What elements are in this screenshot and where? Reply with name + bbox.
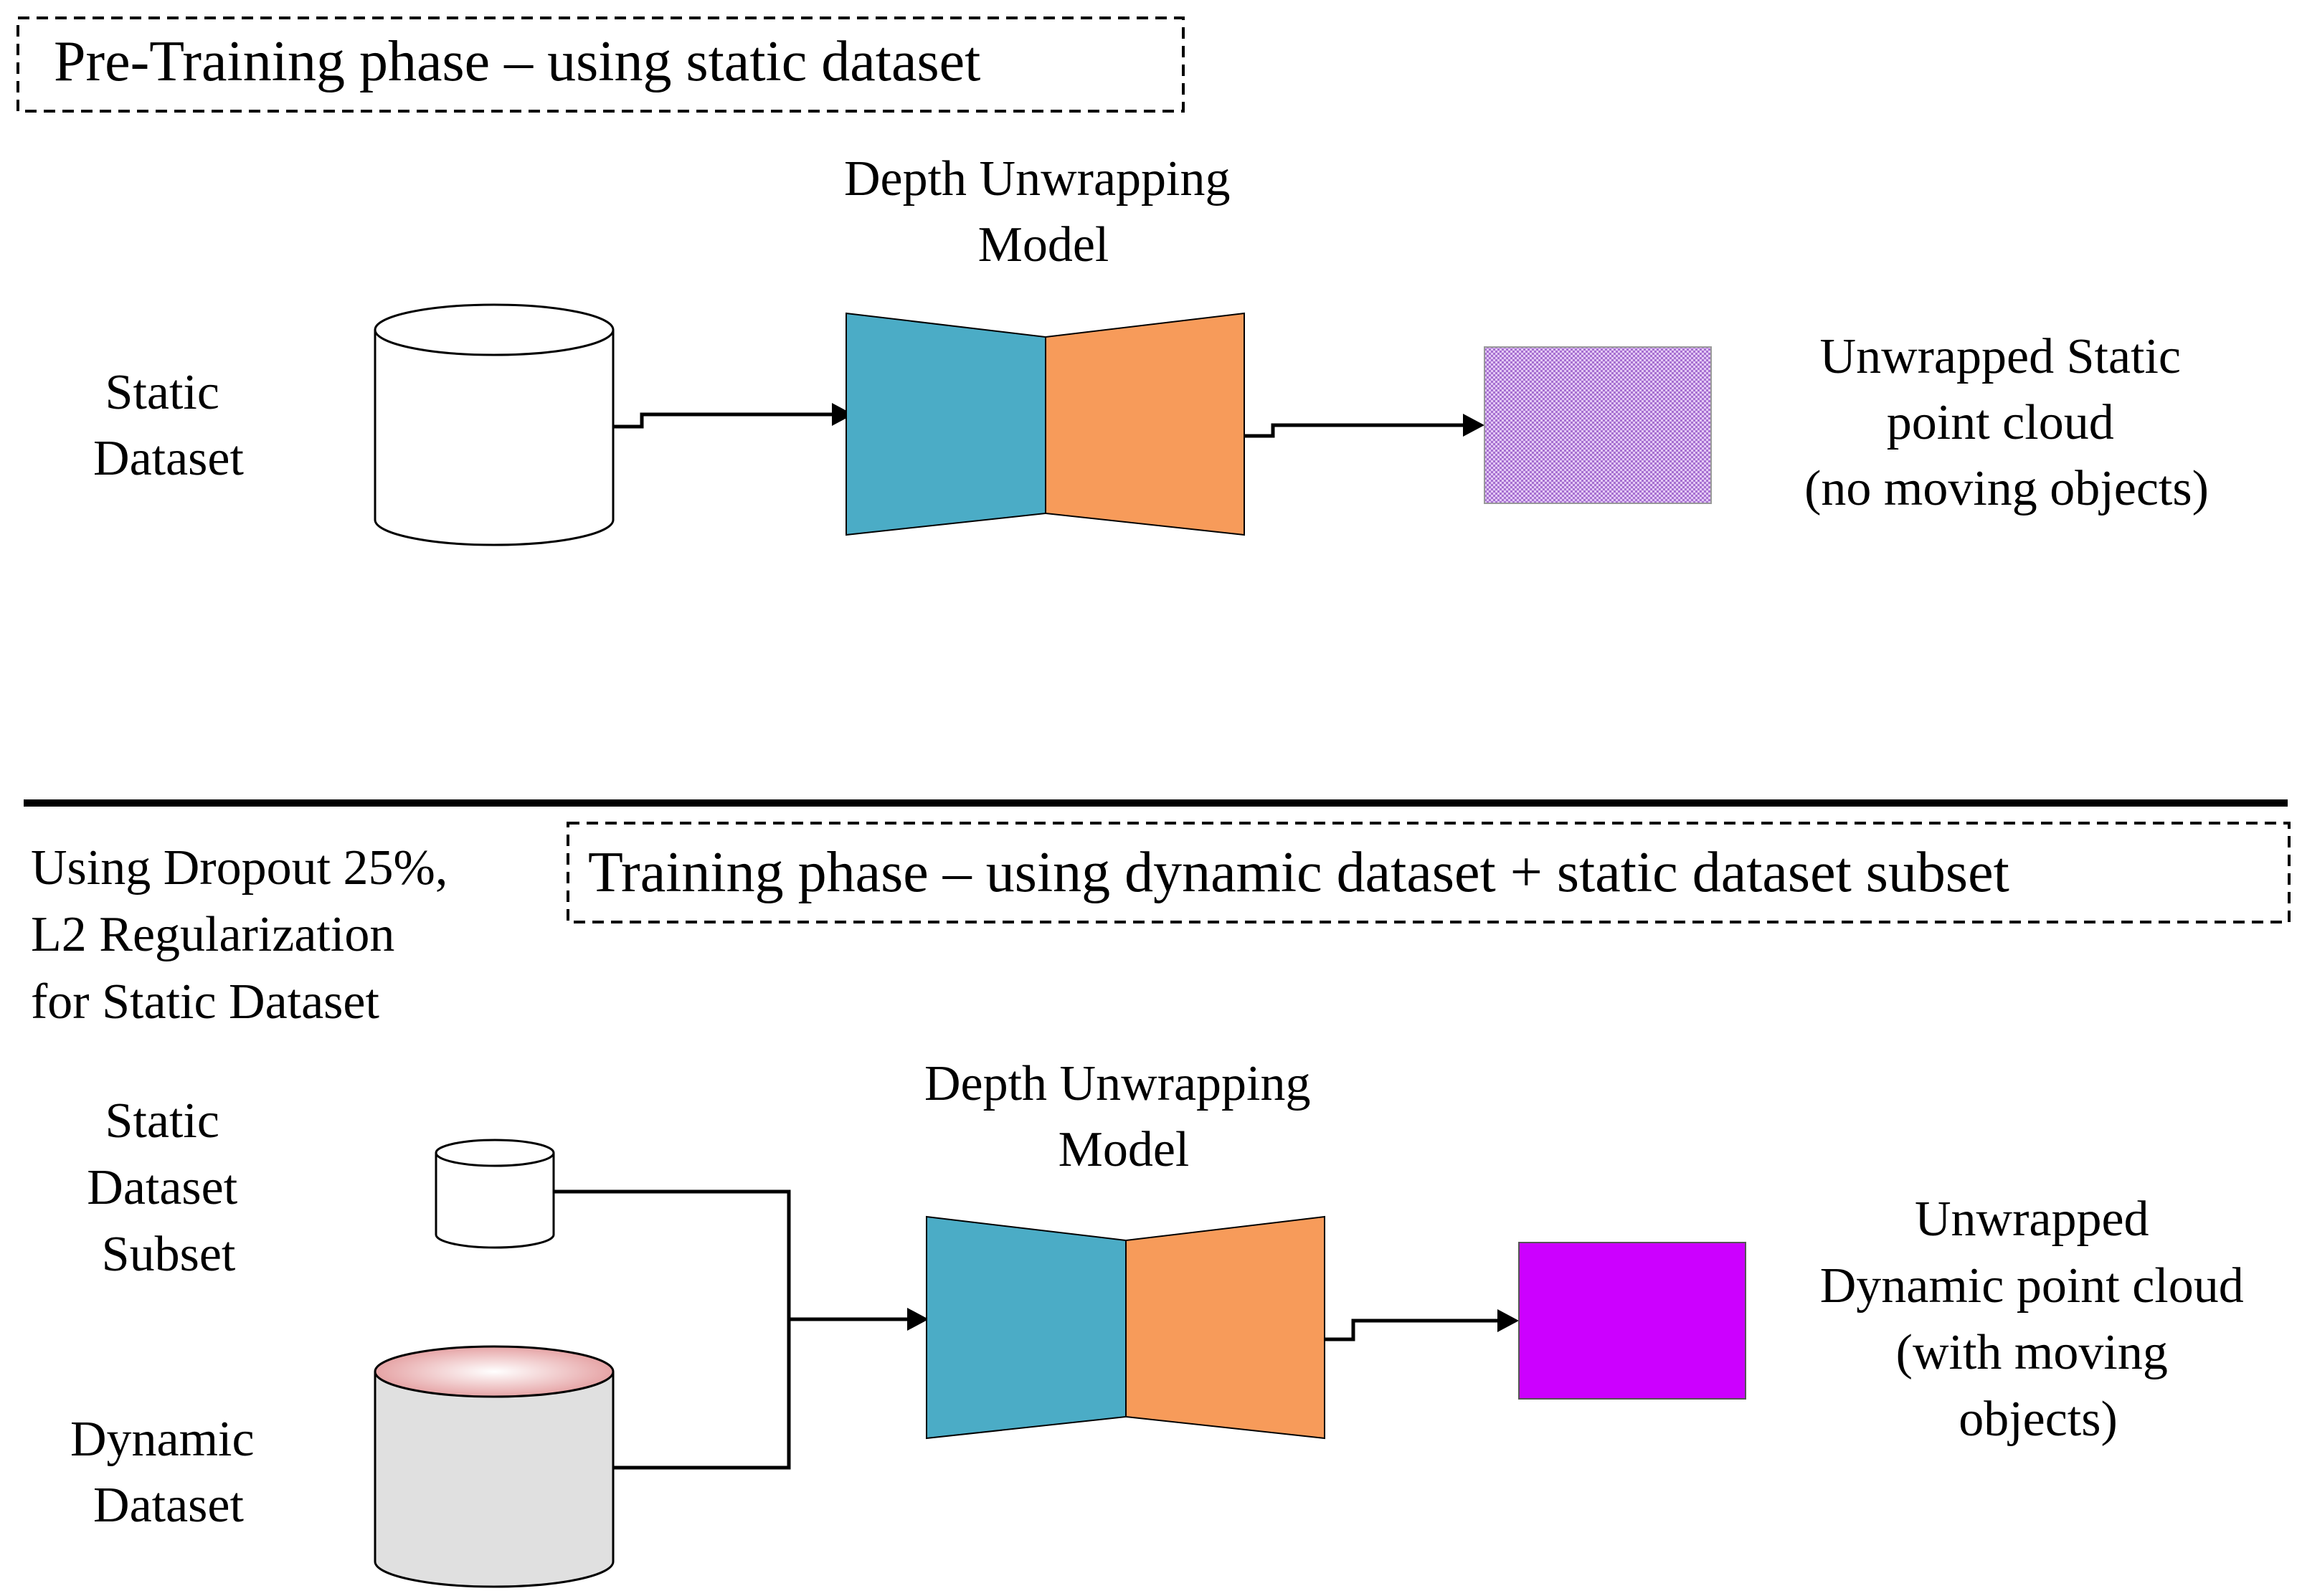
static-dataset-label: Static Dataset [93, 365, 244, 486]
encoder-block [846, 312, 1046, 536]
dynamic-point-cloud-output [1518, 1242, 1746, 1400]
static-point-cloud-output [1484, 346, 1712, 504]
training-title-box [567, 822, 2291, 923]
static-subset-label: Static Dataset Subset [87, 1093, 250, 1282]
arrow-datasets-to-model [554, 1189, 929, 1470]
training-section: Using Dropout 25%, L2 Regularization for… [31, 822, 2291, 1588]
regularization-note: Using Dropout 25%, L2 Regularization for… [31, 840, 460, 1030]
static-dataset-cylinder-icon [374, 303, 615, 546]
arrow-model-to-dynamic-output [1325, 1309, 1519, 1341]
training-title: Training phase – using dynamic dataset +… [588, 841, 2009, 904]
training-model-label: Depth Unwrapping Model [924, 1056, 1323, 1177]
arrow-model-to-output [1244, 414, 1484, 438]
dynamic-output-label: Unwrapped Dynamic point cloud (with movi… [1820, 1192, 2257, 1447]
pretraining-model-label: Depth Unwrapping Model [844, 151, 1243, 272]
dynamic-dataset-cylinder-icon [374, 1345, 615, 1588]
pretraining-title: Pre-Training phase – using static datase… [54, 30, 980, 93]
static-subset-cylinder-icon [435, 1139, 555, 1249]
arrow-dataset-to-model [613, 403, 853, 429]
dynamic-dataset-label: Dynamic Dataset [70, 1412, 267, 1533]
static-output-label: Unwrapped Static point cloud (no moving … [1804, 329, 2209, 516]
pretraining-section: Pre-Training phase – using static datase… [16, 16, 2209, 546]
pretraining-title-box [16, 16, 1185, 113]
decoder-block [1045, 312, 1245, 536]
training-decoder-block [1125, 1215, 1325, 1440]
training-encoder-block [926, 1215, 1127, 1440]
